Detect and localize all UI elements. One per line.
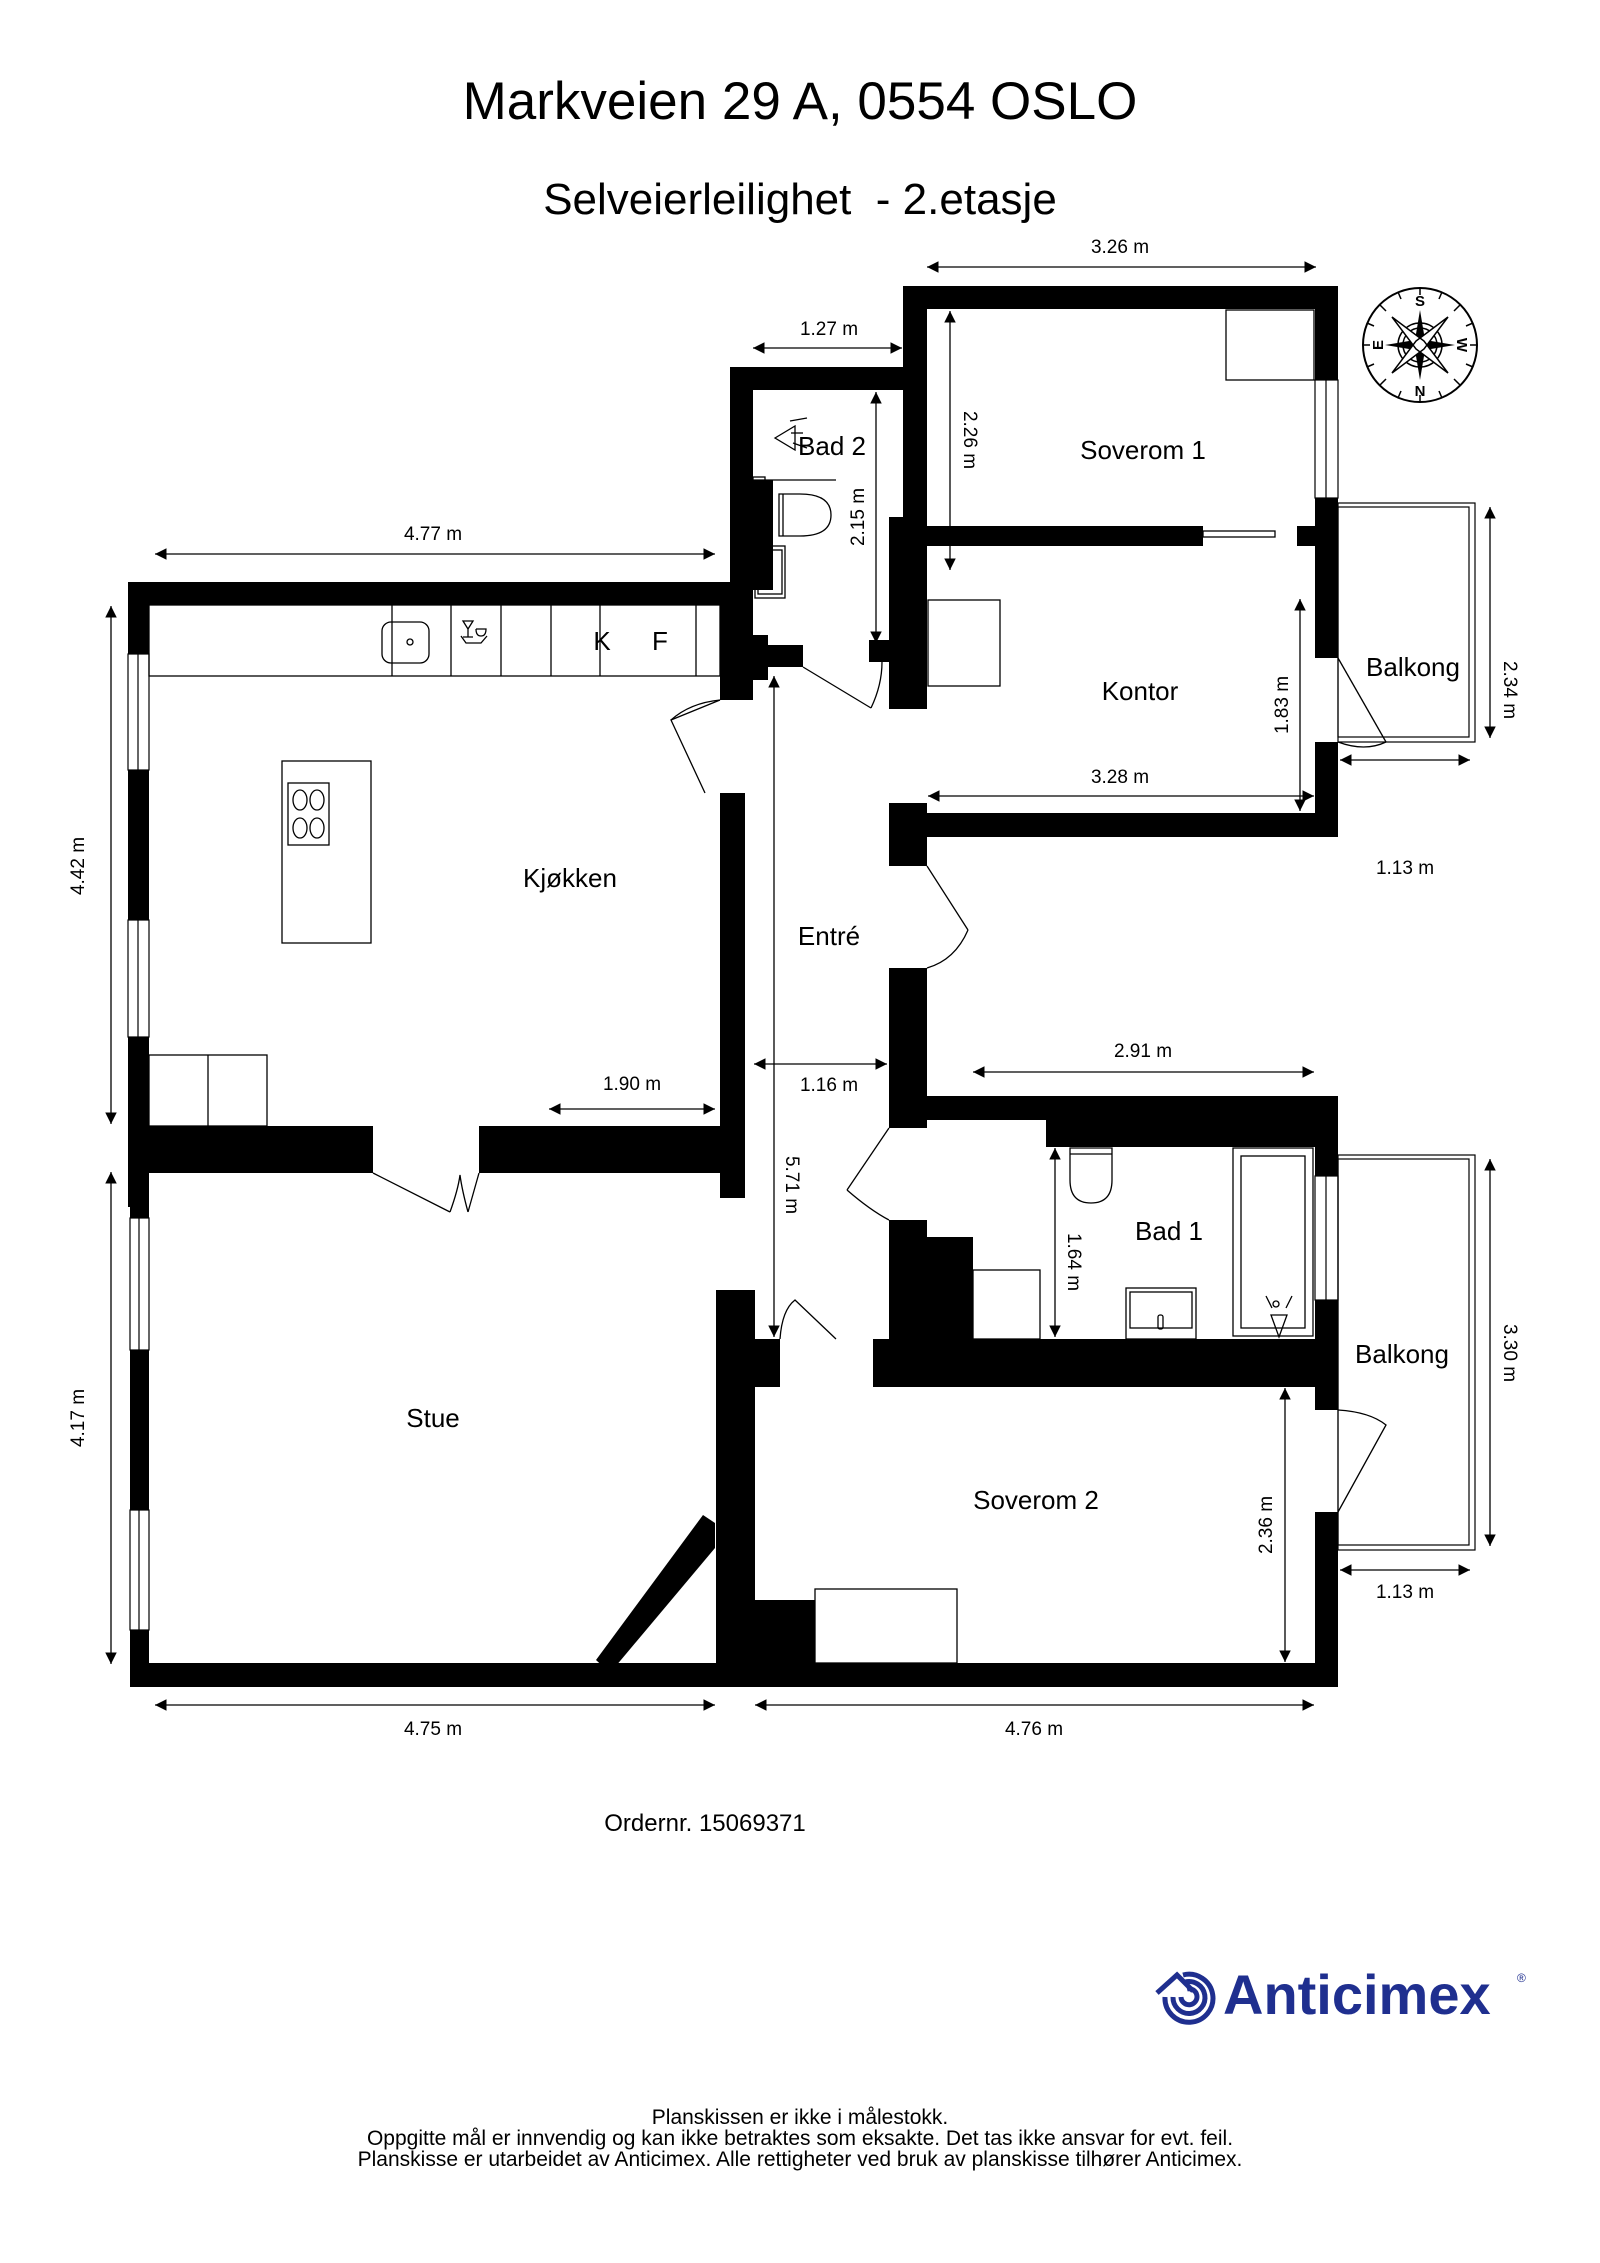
dim-bad2-height: 2.15 m — [848, 488, 869, 546]
shower-icon — [773, 424, 796, 452]
balconies — [1337, 502, 1476, 1551]
order-number: Ordernr. 15069371 — [604, 1810, 806, 1837]
fridge-label: K — [593, 626, 611, 656]
dim-entre-width: 1.16 m — [800, 1075, 858, 1096]
dim-soverom2-height: 2.36 m — [1256, 1496, 1277, 1554]
dim-kontor-width: 3.28 m — [1091, 767, 1149, 788]
dim-kjokken-height: 4.42 m — [68, 837, 89, 895]
toilet-icon — [1069, 1147, 1113, 1204]
room-label-bad1: Bad 1 — [1135, 1216, 1203, 1246]
dishwasher-icon — [461, 620, 475, 638]
room-label-bad2: Bad 2 — [798, 431, 866, 461]
windows — [127, 379, 1339, 1631]
dim-balkong-lower-height: 3.30 m — [1499, 1324, 1520, 1382]
compass-left-label: E — [1370, 340, 1387, 350]
room-label-soverom2: Soverom 2 — [973, 1485, 1099, 1515]
disclaimer-line-1: Planskissen er ikke i målestokk. — [651, 2106, 949, 2129]
dim-balkong-upper-width: 1.13 m — [1376, 858, 1434, 879]
compass-bottom-label: N — [1415, 383, 1426, 400]
room-label-kjokken: Kjøkken — [523, 863, 617, 893]
dim-balkong-upper-height: 2.34 m — [1499, 661, 1520, 719]
dim-kontor-height: 1.83 m — [1272, 676, 1293, 734]
dim-bad1-width: 2.91 m — [1114, 1041, 1172, 1062]
dim-stue-height: 4.17 m — [68, 1389, 89, 1447]
dim-soverom2-width: 4.76 m — [1005, 1719, 1063, 1740]
address-title: Markveien 29 A, 0554 OSLO — [462, 72, 1138, 131]
dim-soverom1-width: 3.26 m — [1091, 237, 1149, 258]
disclaimer-line-2: Oppgitte mål er innvendig og kan ikke be… — [366, 2127, 1234, 2150]
dimension-lines — [105, 261, 1496, 1711]
room-label-soverom1: Soverom 1 — [1080, 435, 1206, 465]
sink-icon — [754, 545, 786, 599]
sink-icon — [381, 621, 430, 664]
sink-icon — [1125, 1287, 1197, 1340]
room-label-entre: Entré — [798, 921, 860, 951]
freezer-label: F — [652, 626, 668, 656]
registered-mark: ® — [1517, 1971, 1526, 1985]
room-label-balkong-lower: Balkong — [1355, 1339, 1449, 1369]
room-label-stue: Stue — [406, 1403, 460, 1433]
dim-bad2-width: 1.27 m — [800, 319, 858, 340]
fixtures — [148, 309, 1315, 1664]
floor-subtitle: Selveierleilighet - 2.etasje — [543, 175, 1057, 224]
room-label-kontor: Kontor — [1102, 676, 1179, 706]
doors — [372, 530, 1387, 1513]
dim-kjokken-opening: 1.90 m — [603, 1074, 661, 1095]
room-label-balkong-upper: Balkong — [1366, 652, 1460, 682]
dim-kjokken-width: 4.77 m — [404, 524, 462, 545]
dim-entre-height: 5.71 m — [781, 1156, 802, 1214]
compass-icon: S N E W — [1362, 287, 1478, 403]
toilet-icon — [778, 493, 832, 537]
kitchen-island — [281, 760, 372, 944]
dim-balkong-lower-width: 1.13 m — [1376, 1582, 1434, 1603]
dim-soverom1-height: 2.26 m — [959, 411, 980, 469]
shower-icon — [1270, 1314, 1288, 1339]
walls — [128, 286, 1338, 1687]
anticimex-logo-icon — [1155, 1971, 1216, 2025]
anticimex-logo: Anticimex ® — [1155, 1965, 1535, 2025]
compass-right-label: W — [1453, 338, 1470, 353]
disclaimer-line-3: Planskisse er utarbeidet av Anticimex. A… — [357, 2148, 1243, 2171]
dim-bad1-height: 1.64 m — [1063, 1233, 1084, 1291]
compass-top-label: S — [1415, 293, 1425, 310]
kitchen-counter — [148, 604, 721, 677]
bathtub-icon — [1232, 1147, 1314, 1337]
dim-stue-width: 4.75 m — [404, 1719, 462, 1740]
anticimex-logo-text: Anticimex — [1223, 1963, 1491, 2026]
cooktop-icon — [287, 782, 330, 846]
